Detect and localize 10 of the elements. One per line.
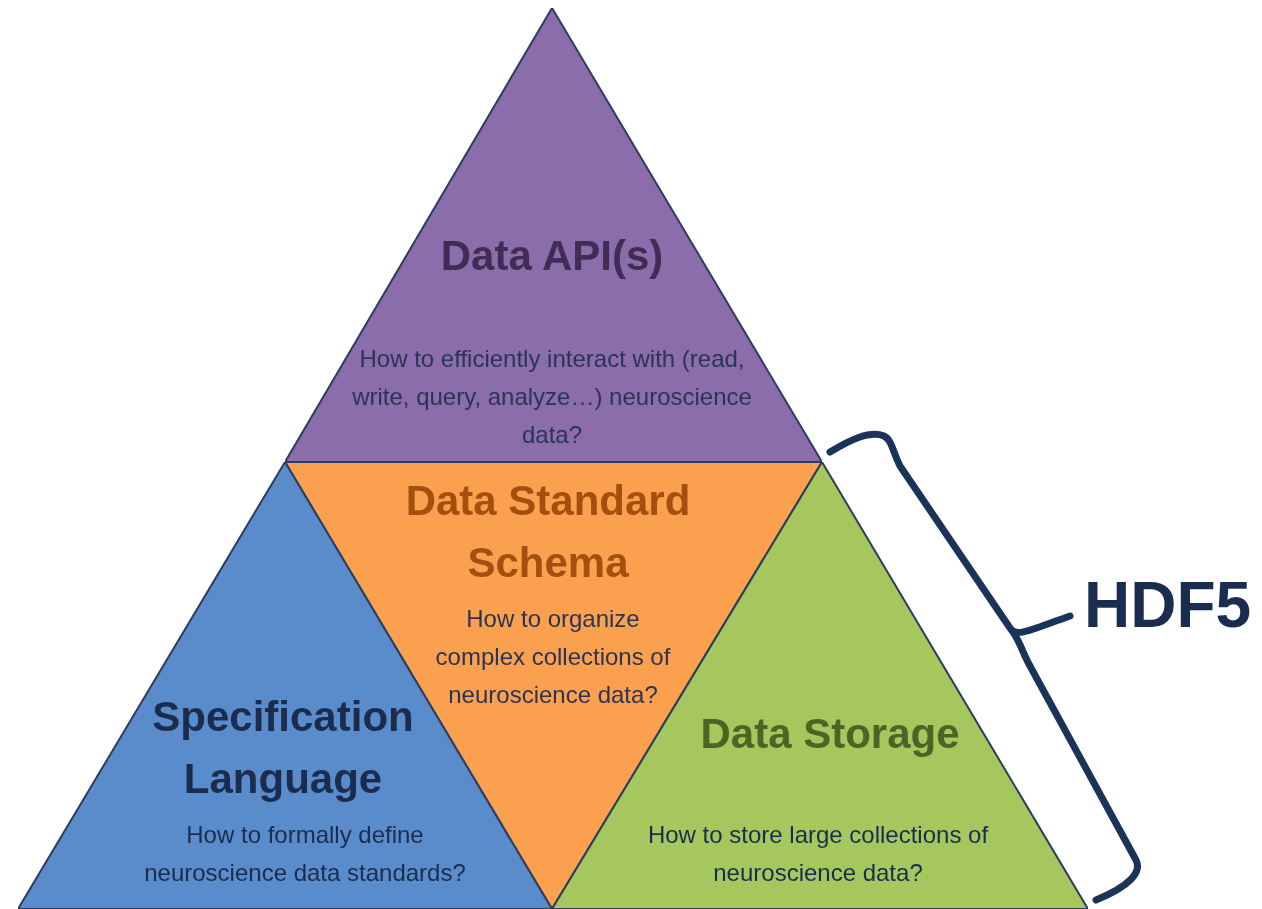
bracket-label: HDF5 bbox=[1084, 568, 1252, 643]
segment-description: How to organize complex collections of neuroscience data? bbox=[434, 604, 672, 710]
segment-description: How to store large collections of neuroscience data? bbox=[646, 820, 990, 888]
segment-heading: Data Standard Schema bbox=[404, 476, 692, 588]
pyramid-segment bbox=[285, 8, 822, 462]
segment-heading: Specification Language bbox=[151, 692, 415, 804]
segment-heading: Data API(s) bbox=[439, 231, 665, 281]
segment-heading: Data Storage bbox=[699, 709, 961, 759]
segment-description: How to formally define neuroscience data standards? bbox=[143, 820, 467, 888]
segment-description: How to efficiently interact with (read, write, query, analyze…) neuroscience data? bbox=[351, 344, 753, 450]
